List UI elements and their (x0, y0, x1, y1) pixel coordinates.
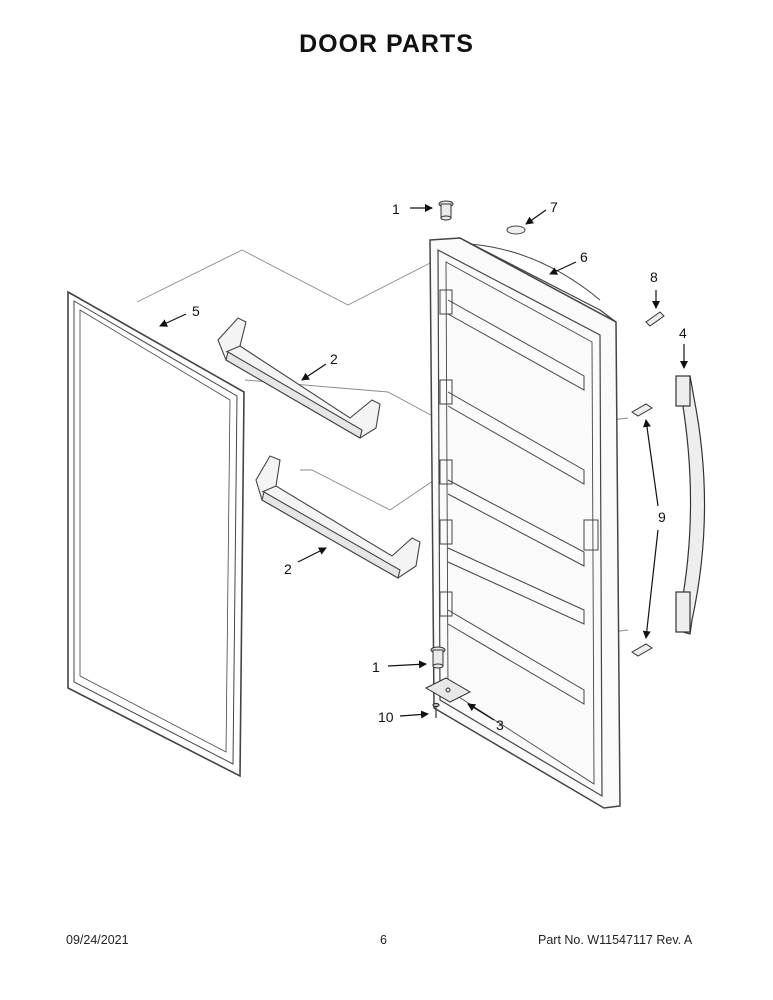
callout-4: 4 (679, 325, 687, 341)
handle-screws (631, 403, 653, 657)
footer-part-number: Part No. W11547117 Rev. A (538, 933, 693, 947)
footer-date: 09/24/2021 (66, 933, 129, 947)
callout-2-upper: 2 (330, 351, 338, 367)
hinge-bushing-bottom (430, 646, 446, 669)
door-gasket (67, 290, 245, 778)
page-title: DOOR PARTS (299, 30, 474, 58)
callout-9: 9 (658, 509, 666, 525)
door-shelf-bin-lower (255, 455, 421, 579)
callout-7: 7 (550, 199, 558, 215)
callout-1-bottom: 1 (372, 659, 380, 675)
callout-3: 3 (496, 717, 504, 733)
footer-page-number: 6 (380, 933, 387, 947)
plug-cap (506, 225, 526, 235)
callout-6: 6 (580, 249, 588, 265)
door-shelf-bin-upper (217, 317, 381, 439)
handle-plug (645, 311, 665, 327)
callout-arrows (159, 204, 688, 721)
hinge-bracket (424, 677, 472, 703)
hinge-screw (432, 702, 440, 718)
hinge-bushing-top (438, 200, 454, 221)
callout-2-lower: 2 (284, 561, 292, 577)
callout-5: 5 (192, 303, 200, 319)
callout-1-top: 1 (392, 201, 400, 217)
door-panel (429, 237, 621, 809)
door-handle (675, 375, 706, 635)
callout-10: 10 (378, 709, 394, 725)
callout-8: 8 (650, 269, 658, 285)
